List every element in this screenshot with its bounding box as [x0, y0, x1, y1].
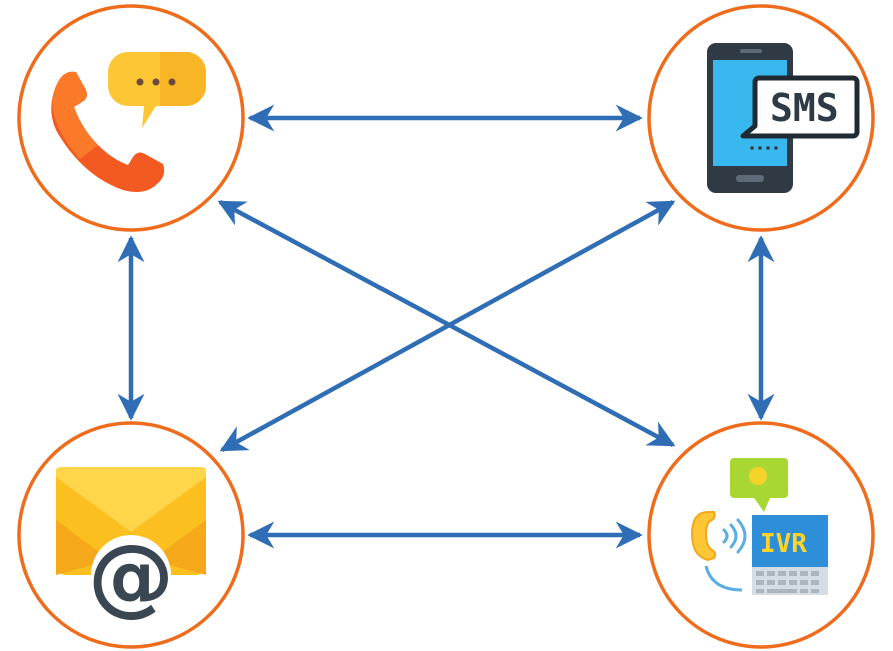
sms-label: SMS [770, 86, 839, 130]
ivr-phone-keypad-icon: IVR [690, 458, 828, 595]
connections [117, 104, 775, 549]
node-email: @ [17, 421, 245, 649]
keypad-grid [756, 571, 819, 593]
at-symbol: @ [88, 526, 174, 626]
arrow-sms-email [219, 200, 676, 452]
smartphone-sms-icon: SMS [707, 43, 860, 193]
node-voice [17, 4, 245, 232]
node-ivr: IVR [647, 421, 875, 649]
ivr-label: IVR [760, 529, 807, 559]
phone-chat-icon [51, 52, 206, 192]
node-sms: SMS [647, 4, 875, 232]
email-envelope-icon: @ [56, 467, 206, 626]
